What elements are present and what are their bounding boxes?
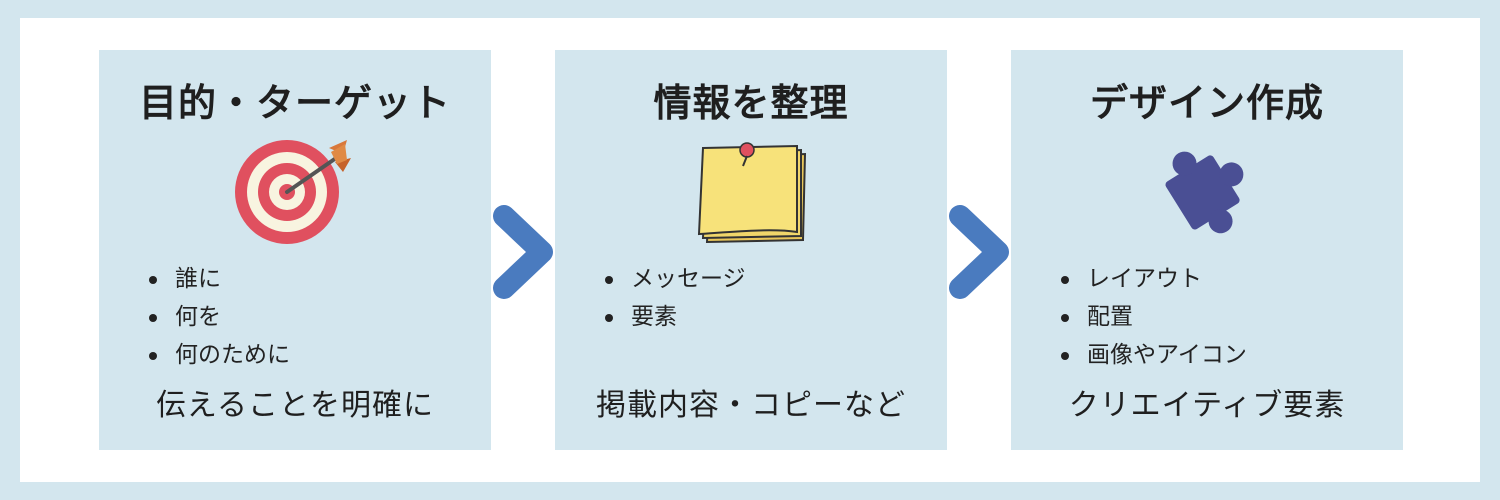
puzzle-piece-icon [1165,151,1244,234]
list-item: メッセージ [597,260,746,298]
step-summary: クリエイティブ要素 [1068,388,1346,423]
list-item: 要素 [597,298,746,336]
step-title: デザイン作成 [1089,81,1324,125]
target-with-arrow-icon [235,140,351,244]
step-card-organize: 情報を整理 メッセージ 要素 掲載内容・コピーなど [555,50,947,450]
list-item: レイアウト [1053,260,1247,298]
step-summary: 掲載内容・コピーなど [596,388,906,423]
step-bullet-list: メッセージ 要素 [597,260,746,336]
chevron-right-icon [493,205,553,299]
list-item: 何を [141,298,290,336]
chevron-right-icon [949,205,1009,299]
step-summary: 伝えることを明確に [155,388,435,423]
step-bullet-list: レイアウト 配置 画像やアイコン [1053,260,1247,374]
step-card-design: デザイン作成 レイアウト 配置 画像やアイコン クリエイティブ要素 [1011,50,1403,450]
list-item: 誰に [141,260,290,298]
step-title: 情報を整理 [653,81,849,125]
step-bullet-list: 誰に 何を 何のために [141,260,290,374]
step-title: 目的・ターゲット [138,81,451,125]
step-card-target: 目的・ターゲット 誰に 何を 何のために 伝えることを明確に [99,50,491,450]
list-item: 配置 [1053,298,1247,336]
list-item: 何のために [141,336,290,374]
sticky-note-pin-icon [697,142,807,244]
list-item: 画像やアイコン [1053,336,1247,374]
diagram-frame: 目的・ターゲット 誰に 何を 何のために 伝えることを明確に 情報を整理 [20,18,1480,482]
